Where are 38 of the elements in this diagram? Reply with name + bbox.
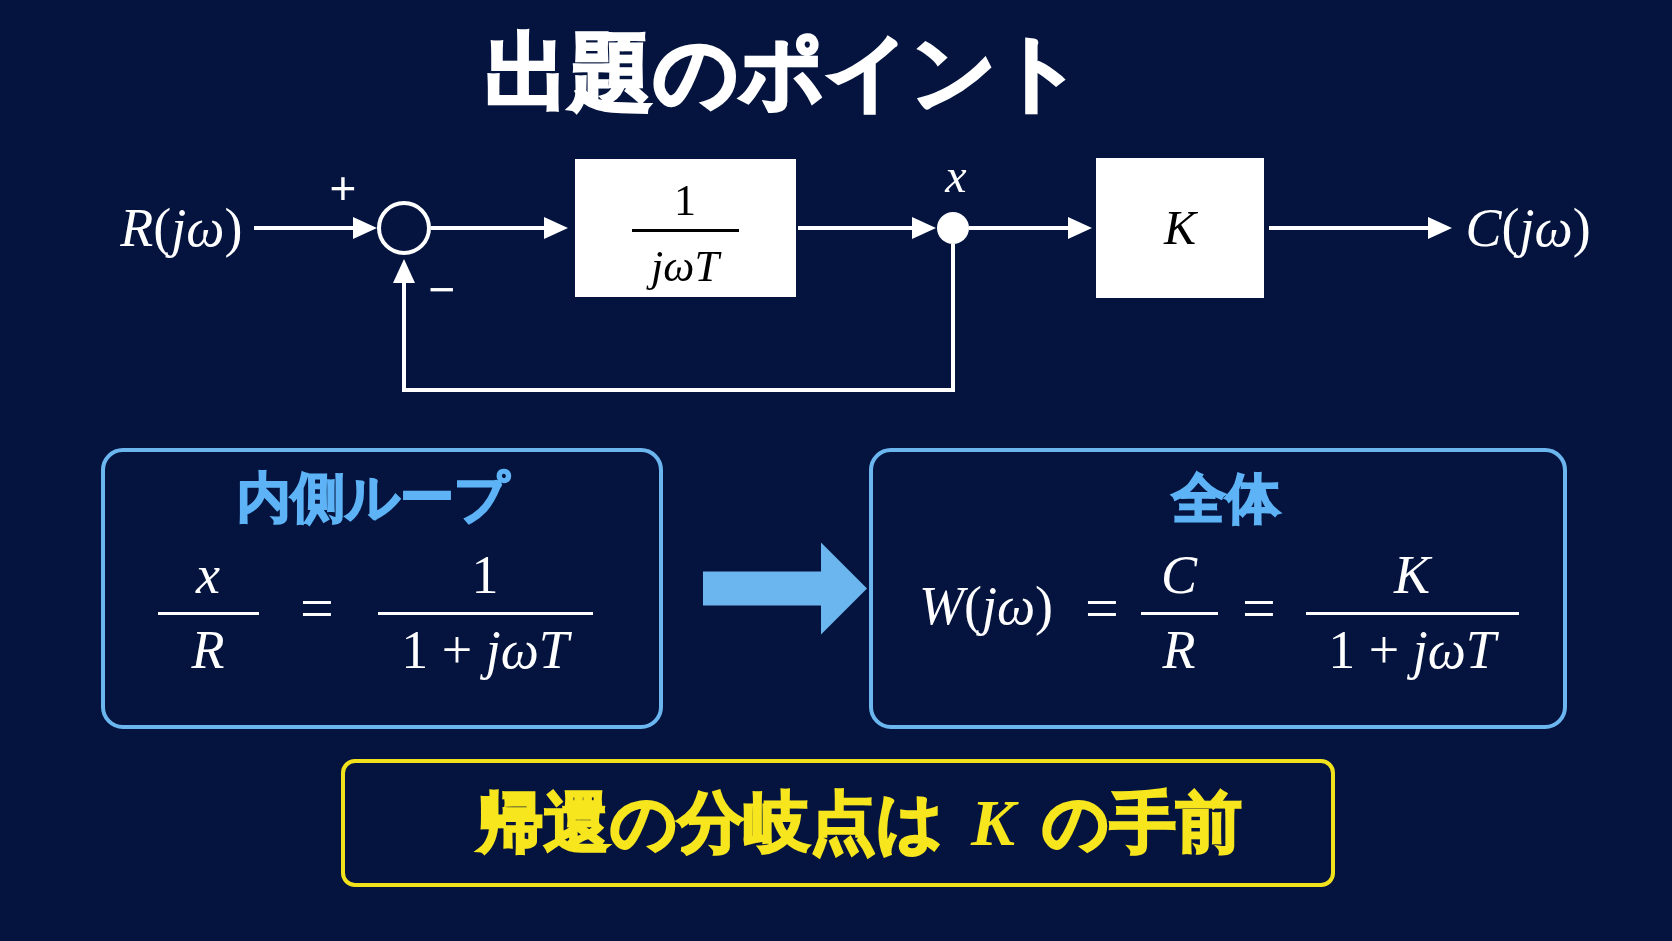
denominator: R xyxy=(1161,618,1197,682)
gain-block xyxy=(1096,158,1264,298)
numerator: 1 xyxy=(673,175,697,228)
signal-arrow xyxy=(254,217,377,239)
denominator: 1 + jωT xyxy=(393,617,577,683)
numerator: C xyxy=(1160,543,1199,607)
feedback-arrow xyxy=(393,244,955,392)
panel-heading: 内側ループ xyxy=(236,466,512,530)
note-text: 帰還の分岐点は K の手前 xyxy=(476,785,1243,861)
signal-name: x xyxy=(943,148,968,205)
numerator: K xyxy=(1386,542,1438,608)
signal-arrow xyxy=(431,217,568,239)
numerator: x xyxy=(194,543,221,607)
branch-point xyxy=(937,212,969,244)
formula-panel xyxy=(869,448,1567,729)
denominator: R xyxy=(190,618,226,682)
function-expression: W(jω) xyxy=(917,574,1055,638)
equals-sign: = xyxy=(1241,574,1277,643)
equals-sign: = xyxy=(1084,574,1120,643)
signal-arrow xyxy=(1269,217,1452,239)
sign-label: + xyxy=(329,161,357,215)
equals-sign: = xyxy=(299,574,335,643)
block-arrow xyxy=(703,542,867,635)
numerator: 1 xyxy=(470,543,500,607)
signal-arrow xyxy=(798,217,936,239)
transfer-block xyxy=(575,159,796,297)
signal-arrow xyxy=(969,217,1092,239)
sign-label: − xyxy=(428,262,456,316)
block-label: K xyxy=(1162,200,1199,257)
title: 出題のポイント xyxy=(484,23,1084,121)
denominator: jωT xyxy=(644,241,726,295)
note-box xyxy=(341,759,1335,887)
signal-label: C(jω) xyxy=(1458,195,1599,261)
panel-heading: 全体 xyxy=(1170,467,1281,531)
signal-label: R(jω) xyxy=(112,195,250,261)
denominator: 1 + jωT xyxy=(1320,617,1504,683)
summing-junction xyxy=(377,201,431,255)
formula-panel xyxy=(101,448,663,729)
